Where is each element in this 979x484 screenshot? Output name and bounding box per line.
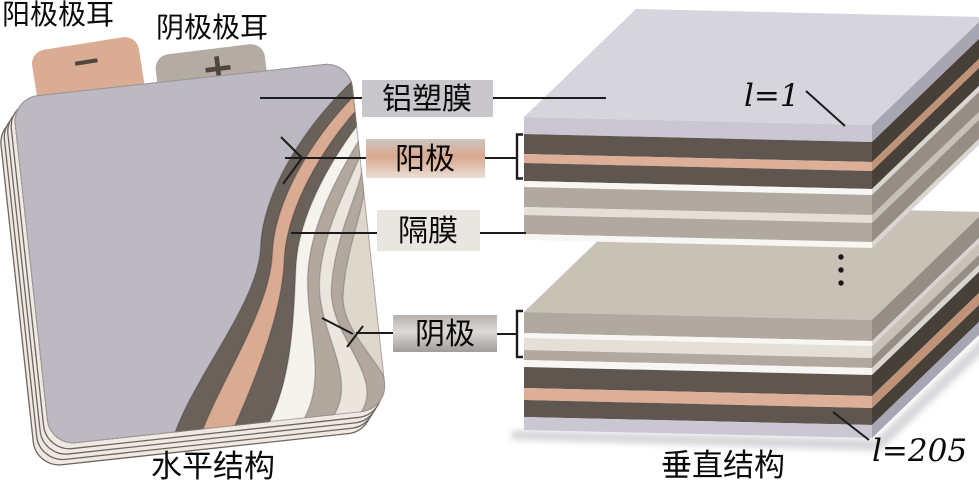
- stack-layer-side-cream: [872, 111, 979, 223]
- cathode-bracket: [515, 309, 523, 359]
- separator-label: 隔膜: [398, 215, 458, 248]
- stack-layer-front-film: [524, 417, 872, 438]
- cathode-arrow-tick: [346, 325, 364, 348]
- stack-layer-side-cream: [872, 242, 979, 358]
- anode-tab-label: 阳极极耳: [2, 0, 114, 31]
- stack-layer-front-film: [524, 117, 872, 142]
- stack-layer-front-pink: [524, 388, 872, 408]
- minus-symbol: −: [68, 39, 104, 84]
- stack-layer-side-white: [872, 85, 979, 195]
- label-box-cathode: 阴极: [393, 315, 497, 352]
- stack-layer-front-dark: [524, 134, 872, 162]
- stack-layer-side-taupe: [872, 119, 979, 242]
- anode-bracket: [515, 133, 523, 180]
- stack-layer-side-white: [872, 138, 979, 248]
- stack-layer-side-pink: [872, 58, 979, 171]
- stack-shadow: [512, 340, 979, 451]
- cathode-tab-label: 阴极极耳: [156, 12, 268, 44]
- stack-layer-side-taupe: [872, 91, 979, 215]
- anode-arrow-lower: [282, 157, 303, 185]
- label-box-anode: 阳极: [366, 139, 485, 178]
- pouch-cell: [0, 61, 388, 466]
- layer-index-last: l=205: [872, 433, 967, 469]
- film-label: 铝塑膜: [382, 83, 472, 116]
- label-box-film: 铝塑膜: [362, 80, 493, 117]
- stack-layer-front-cream: [524, 338, 872, 358]
- stack-layer-front-white: [524, 234, 872, 248]
- layer-last-leader-line: [832, 411, 870, 441]
- stack-layer-front-white: [524, 181, 872, 195]
- caption-horizontal-structure: 水平结构: [151, 449, 275, 484]
- stack-layer-front-taupe: [524, 215, 872, 242]
- stack-layer-front-white: [524, 333, 872, 346]
- stack-layer-side-pink: [872, 292, 979, 408]
- stack-layer-front-pink: [524, 154, 872, 171]
- stack-layer-side-taupe: [872, 216, 979, 341]
- stack-layer-front-dark: [524, 367, 872, 396]
- stack-layer-side-white: [872, 264, 979, 375]
- pouch-layer-film: [12, 61, 378, 446]
- stack-layer-side-film: [872, 321, 979, 438]
- stack-layer-front-taupe: [524, 350, 872, 368]
- label-box-separator: 隔膜: [377, 210, 480, 251]
- pouch-outline: [14, 63, 386, 444]
- stack-layer-side-taupe: [872, 254, 979, 368]
- stack-layer-front-taupe: [524, 312, 872, 341]
- stack-layer-front-white: [524, 360, 872, 375]
- layer-index-first: l=1: [744, 78, 800, 114]
- stack-layer-side-dark: [872, 67, 979, 189]
- stack-layer-front-dark: [524, 400, 872, 425]
- vertical-ellipsis-icon: [838, 254, 844, 286]
- cathode-label: 阴极: [415, 318, 475, 351]
- anode-arrow-upper: [280, 136, 303, 159]
- caption-vertical-structure: 垂直结构: [661, 448, 785, 483]
- stack-layer-side-dark: [872, 271, 979, 396]
- stack-layer-side-dark: [872, 38, 979, 162]
- vertical-stack-top: [524, 9, 979, 248]
- stack-layer-side-dark: [872, 304, 979, 425]
- layer-first-leader-line: [805, 90, 846, 127]
- stack-layer-side-film: [872, 21, 979, 142]
- stack-layer-front-taupe: [524, 187, 872, 215]
- stack-top-face: [524, 9, 979, 125]
- anode-label: 阳极: [395, 143, 455, 176]
- stack-layer-side-white: [872, 237, 979, 346]
- stack-layer-front-cream: [524, 207, 872, 223]
- vertical-stack-bottom: [524, 204, 979, 438]
- stack-layer-front-dark: [524, 163, 872, 189]
- cathode-arrow-main: [321, 317, 354, 335]
